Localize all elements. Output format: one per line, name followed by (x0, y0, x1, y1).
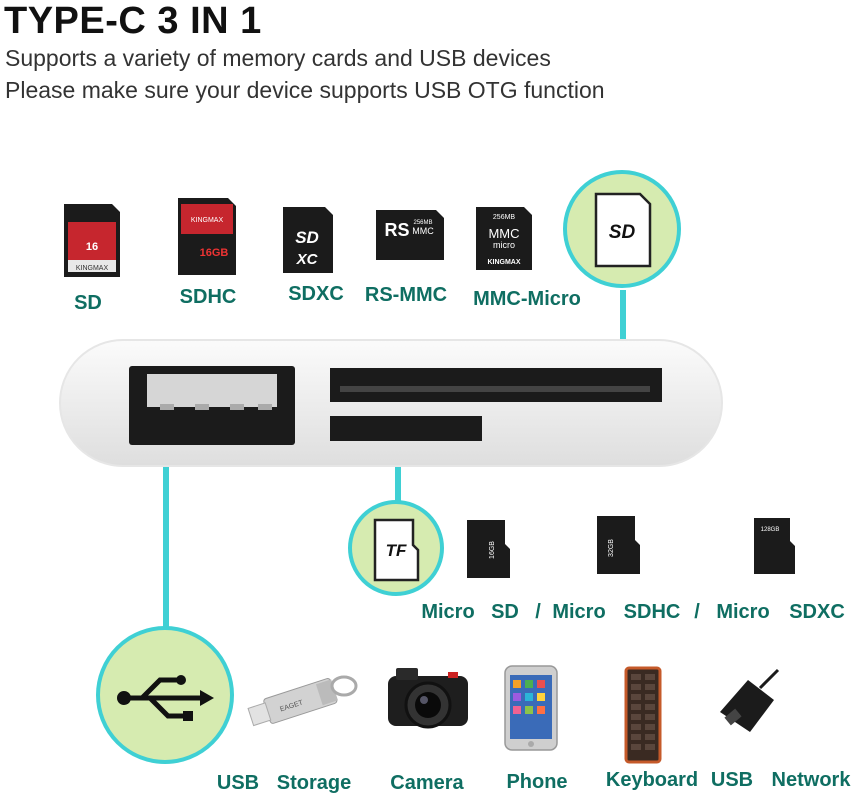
mmc-micro-brand: KINGMAX (487, 259, 520, 266)
rsmmc-logo-small: MMC (412, 226, 434, 236)
usb-stick-icon: EAGET (247, 675, 358, 727)
label-sdxc: SDXC (288, 283, 344, 305)
label-network: Network (772, 769, 852, 791)
micro-label-3: Micro (552, 601, 605, 623)
sd-slot-callout: SD (563, 170, 681, 288)
sd-card-capacity: 16 (86, 241, 98, 253)
micro-separator-1: / (535, 601, 541, 623)
usb-symbol-icon (122, 677, 208, 719)
label-usb-network-usb: USB (711, 769, 753, 791)
label-mmc-micro: MMC-Micro (473, 288, 581, 310)
micro-sdxc-card-icon: 128GB (754, 518, 795, 574)
mmc-micro-card-icon: 256MB MMC micro KINGMAX (476, 207, 532, 270)
label-keyboard: Keyboard (606, 769, 698, 791)
sd-card-icon: 16 KINGMAX (64, 204, 120, 277)
label-phone: Phone (506, 771, 567, 793)
sdhc-card-brand: KINGMAX (191, 217, 224, 224)
micro-sdhc-capacity: 32GB (608, 539, 615, 557)
phone-icon (504, 665, 558, 751)
micro-sdxc-capacity: 128GB (761, 527, 780, 533)
label-usb: USB (217, 772, 259, 794)
sd-card-slot (330, 368, 662, 402)
page-title: TYPE-C 3 IN 1 (4, 0, 262, 42)
micro-label-5: Micro (716, 601, 769, 623)
rsmmc-card-icon: RS 256MB MMC (376, 210, 444, 260)
micro-sd-card-icon: 16GB (467, 520, 510, 578)
label-rs-mmc: RS-MMC (365, 284, 447, 306)
micro-separator-2: / (694, 601, 700, 623)
label-storage: Storage (277, 772, 351, 794)
sdxc-logo-top: SD (295, 228, 319, 247)
micro-sd-capacity: 16GB (489, 541, 496, 559)
micro-label-1: Micro (421, 601, 474, 623)
label-camera: Camera (390, 772, 464, 794)
keyboard-icon (624, 666, 662, 764)
mmc-micro-logo-small: micro (493, 240, 515, 250)
micro-sdhc-card-icon: 32GB (597, 516, 640, 574)
label-sdhc: SDHC (180, 286, 237, 308)
sdxc-card-icon: SD XC (283, 207, 333, 273)
sdxc-logo-bottom: XC (296, 251, 319, 268)
usb-port-callout (96, 626, 234, 764)
sd-callout-label: SD (609, 222, 636, 243)
micro-label-sdxc: SDXC (789, 601, 845, 623)
sdhc-card-icon: KINGMAX 16GB (178, 198, 236, 275)
micro-label-sdhc: SDHC (624, 601, 681, 623)
tf-callout-label: TF (386, 541, 407, 560)
rsmmc-capacity: 256MB (413, 220, 432, 226)
rsmmc-logo: RS (384, 220, 409, 240)
subtitle-line-1: Supports a variety of memory cards and U… (5, 45, 551, 71)
tf-card-slot (330, 416, 482, 441)
sd-card-brand: KINGMAX (76, 265, 109, 272)
sdhc-card-capacity: 16GB (200, 247, 229, 259)
adapter-body (59, 339, 723, 467)
mmc-micro-capacity: 256MB (493, 214, 516, 221)
label-sd: SD (74, 292, 102, 314)
micro-label-sd: SD (491, 601, 519, 623)
subtitle-line-2: Please make sure your device supports US… (5, 77, 605, 103)
camera-icon (388, 668, 468, 729)
tf-slot-callout: TF (348, 500, 444, 596)
usb-network-adapter-icon (720, 668, 780, 732)
mmc-micro-logo: MMC (488, 226, 519, 241)
